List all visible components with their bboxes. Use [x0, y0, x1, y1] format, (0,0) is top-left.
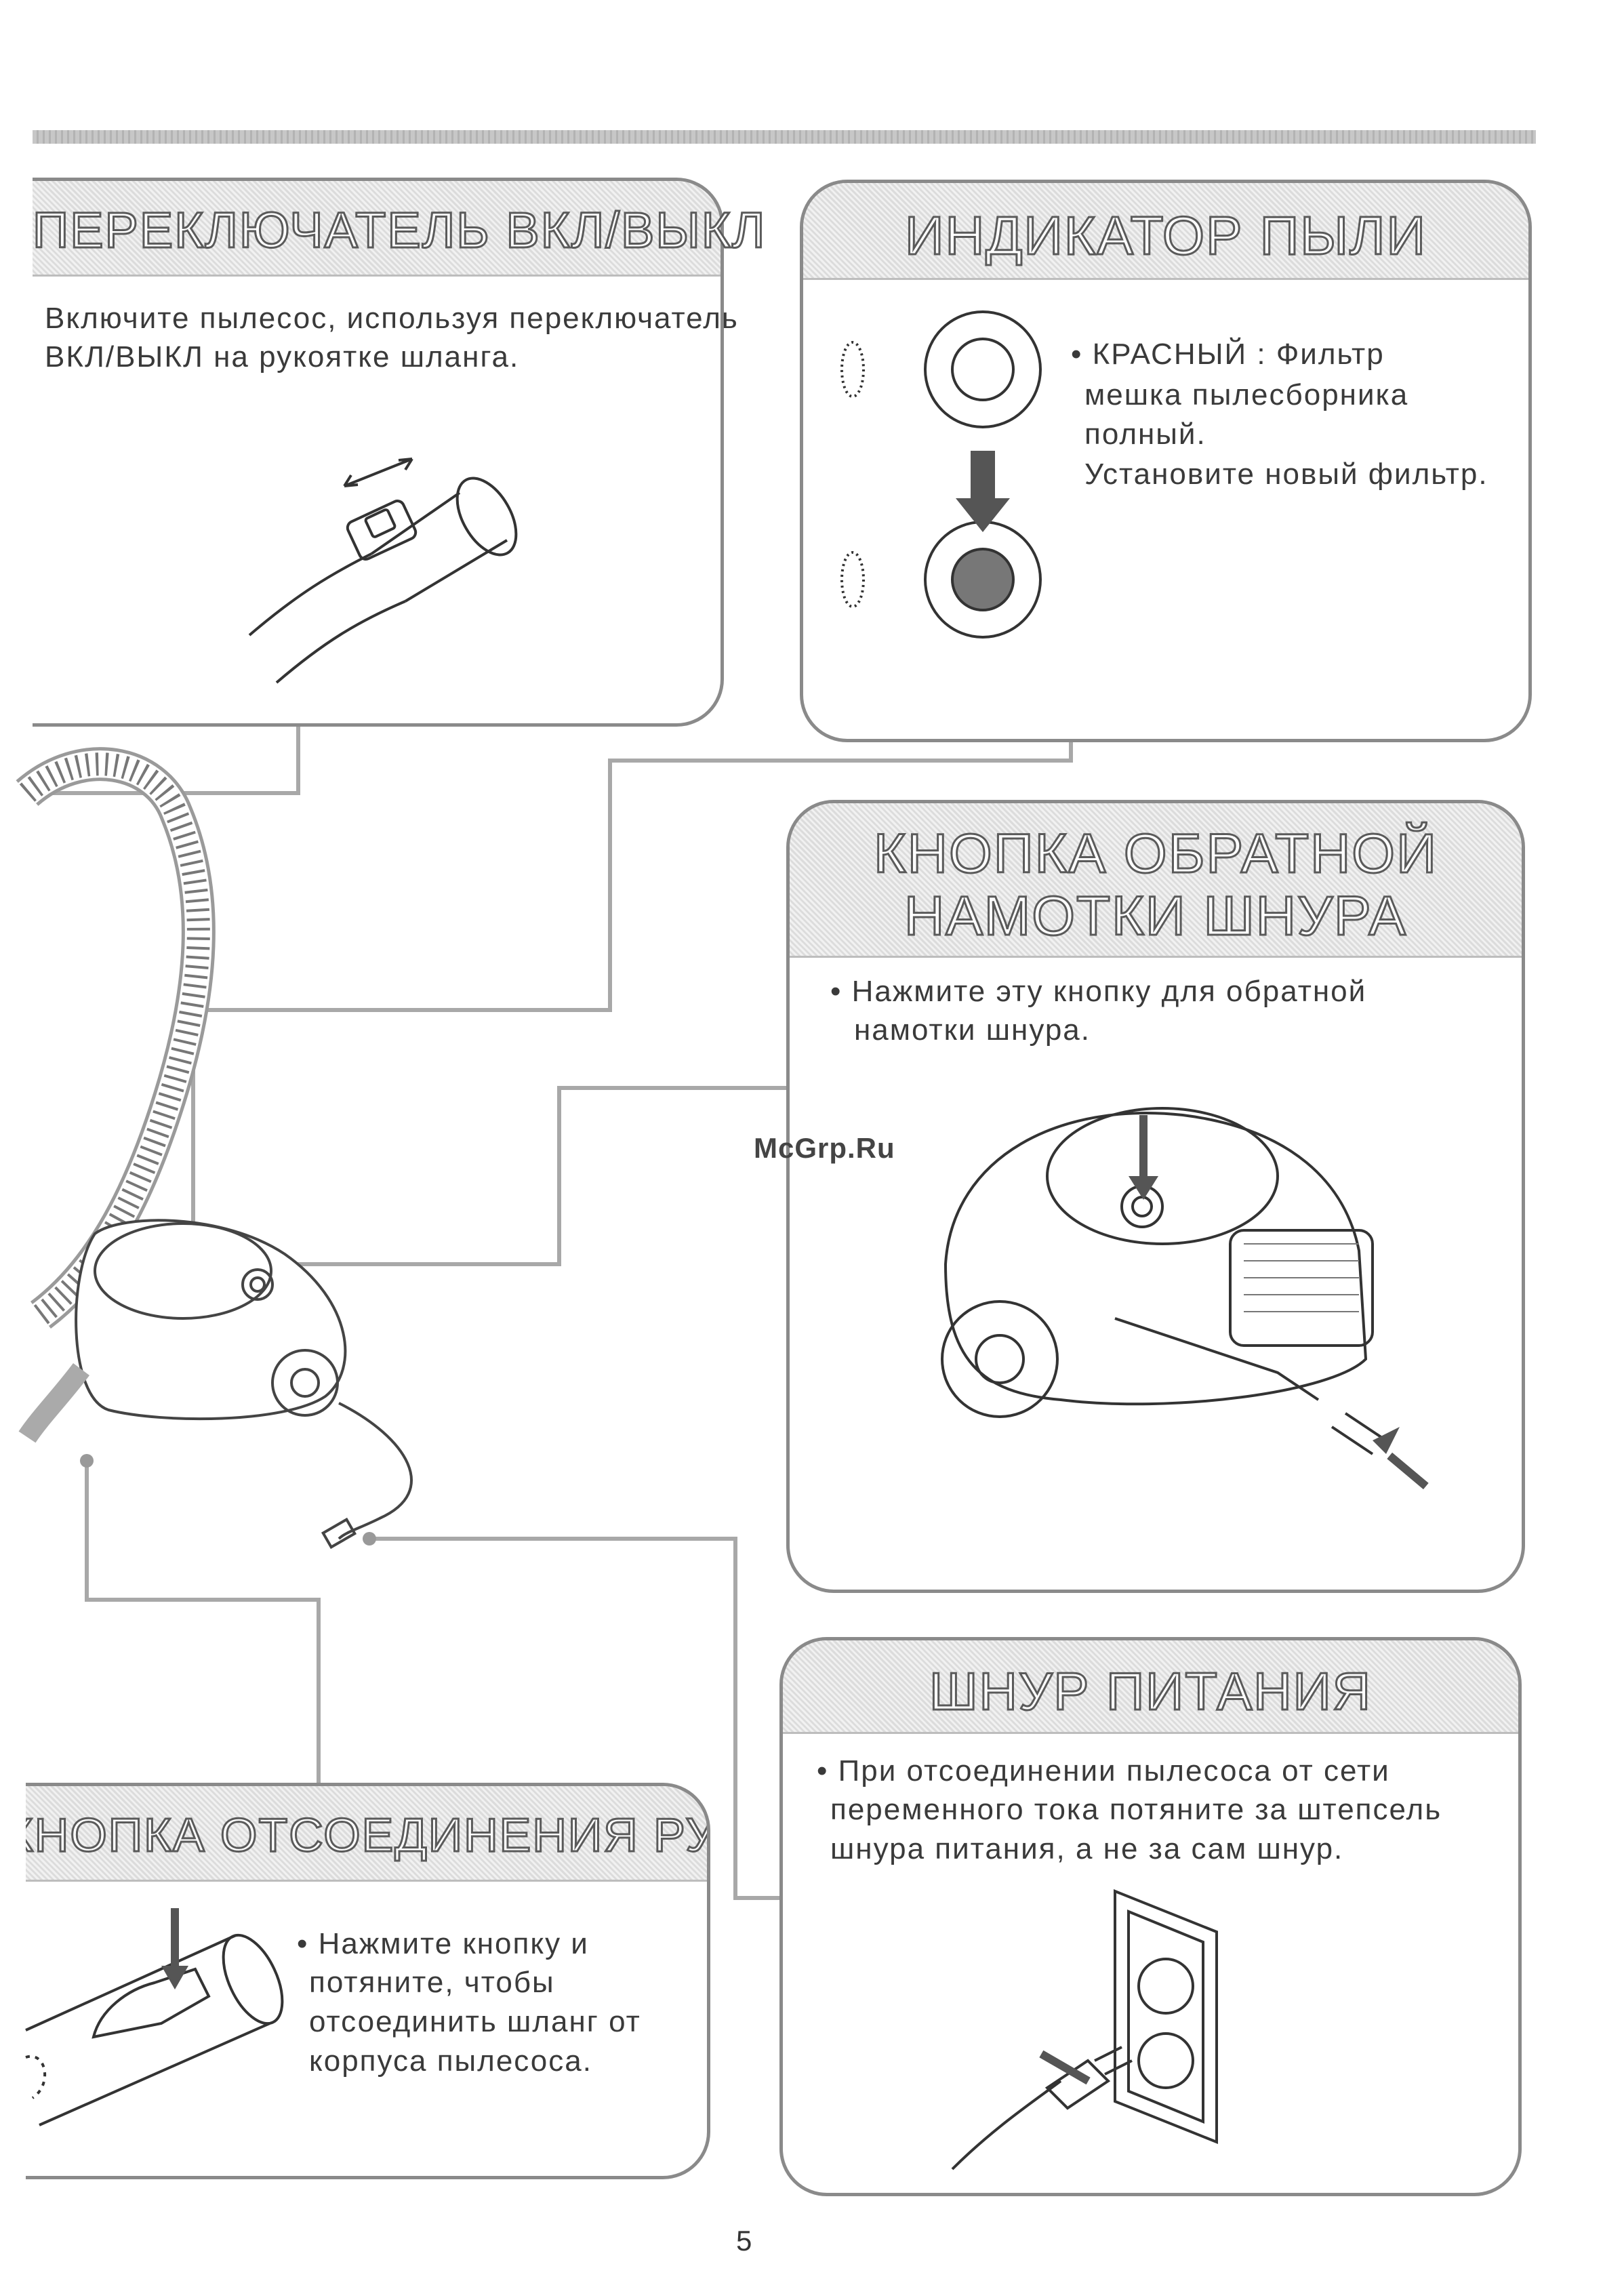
- power-cord-panel: ШНУР ПИТАНИЯ • При отсоединении пылесоса…: [779, 1637, 1522, 2196]
- handle-release-panel: КНОПКА ОТСОЕДИНЕНИЯ РУКОЯТКИ • Нажмите к…: [25, 1783, 710, 2179]
- vacuum-cleaner-illustration: [16, 747, 413, 1550]
- watermark-text: McGrp.Ru: [754, 1132, 895, 1164]
- switch-text-line2: ВКЛ/ВЫКЛ на рукоятке шланга.: [45, 340, 520, 373]
- dust-text-line1: • КРАСНЫЙ : Фильтр: [1071, 338, 1385, 371]
- hose-handle-switch-illustration: [248, 458, 518, 684]
- cord-panel-title: ШНУР ПИТАНИЯ: [929, 1661, 1372, 1722]
- release-text-line2: потяните, чтобы: [309, 1966, 555, 1999]
- release-panel-title: КНОПКА ОТСОЕДИНЕНИЯ РУКОЯТКИ: [26, 1808, 707, 1863]
- release-text-line3: отсоединить шланг от: [309, 2005, 641, 2038]
- wall-socket-plug-illustration: [951, 1889, 1218, 2170]
- page-number: 5: [736, 2225, 752, 2257]
- switch-panel-title: ПЕРЕКЛЮЧАТЕЛЬ ВКЛ/ВЫКЛ: [32, 201, 767, 260]
- switch-text-line1: Включите пылесос, используя переключател…: [45, 302, 739, 335]
- switch-panel: ПЕРЕКЛЮЧАТЕЛЬ ВКЛ/ВЫКЛ Включите пылесос,…: [32, 178, 767, 727]
- rewind-text-line1: • Нажмите эту кнопку для обратной: [830, 975, 1367, 1008]
- hose-release-illustration: [25, 1908, 284, 2126]
- rewind-text-line2: намотки шнура.: [854, 1013, 1091, 1047]
- dust-panel-header: ИНДИКАТОР ПЫЛИ: [803, 183, 1528, 280]
- rewind-title-line1: КНОПКА ОБРАТНОЙ: [872, 822, 1438, 886]
- dust-panel-title: ИНДИКАТОР ПЫЛИ: [904, 205, 1427, 267]
- dust-text-line3: полный.: [1084, 418, 1206, 451]
- release-text-line4: корпуса пылесоса.: [309, 2044, 592, 2078]
- cord-panel-header: ШНУР ПИТАНИЯ: [783, 1640, 1518, 1734]
- dust-text-line4: Установите новый фильтр.: [1084, 458, 1488, 491]
- release-panel-header: КНОПКА ОТСОЕДИНЕНИЯ РУКОЯТКИ: [26, 1786, 707, 1882]
- switch-panel-header: ПЕРЕКЛЮЧАТЕЛЬ ВКЛ/ВЫКЛ: [32, 181, 767, 277]
- cord-rewind-illustration: [941, 1107, 1429, 1490]
- release-text-line1: • Нажмите кнопку и: [297, 1927, 589, 1960]
- cord-rewind-panel: КНОПКА ОБРАТНОЙ НАМОТКИ ШНУРА • Нажмите …: [786, 800, 1525, 1593]
- top-rule: [33, 130, 1536, 144]
- dust-indicator-panel: ИНДИКАТОР ПЫЛИ • КРАСНЫЙ : Фильтр мешка …: [800, 180, 1532, 742]
- dust-indicator-illustration: [840, 310, 1042, 639]
- dust-text-line2: мешка пылесборника: [1084, 378, 1409, 411]
- rewind-title-line2: НАМОТКИ ШНУРА: [904, 885, 1407, 948]
- rewind-panel-header: КНОПКА ОБРАТНОЙ НАМОТКИ ШНУРА: [790, 803, 1522, 958]
- cord-text-line3: шнура питания, а не за сам шнур.: [830, 1832, 1344, 1865]
- cord-text-line2: переменного тока потяните за штепсель: [830, 1793, 1442, 1826]
- cord-text-line1: • При отсоединении пылесоса от сети: [817, 1754, 1390, 1787]
